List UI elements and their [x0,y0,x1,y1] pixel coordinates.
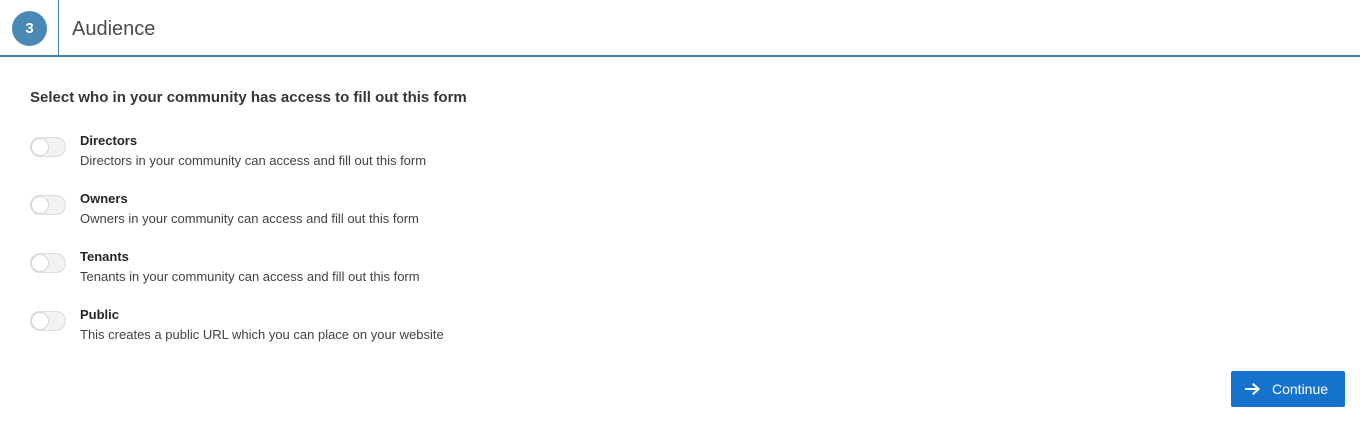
option-description-tenants: Tenants in your community can access and… [80,269,420,284]
option-text: Public This creates a public URL which y… [80,306,444,344]
option-label-directors: Directors [80,133,138,148]
step-number-badge: 3 [12,11,47,46]
option-row-owners[interactable]: Owners Owners in your community can acce… [30,190,930,248]
option-label-tenants: Tenants [80,249,129,264]
toggle-tenants[interactable] [30,253,66,273]
page-title: Audience [72,18,156,40]
header-divider [58,0,59,57]
toggle-knob [31,196,49,214]
option-row-tenants[interactable]: Tenants Tenants in your community can ac… [30,248,930,306]
step-header: 3 Audience [0,0,1360,57]
option-text: Owners Owners in your community can acce… [80,190,419,228]
toggle-public[interactable] [30,311,66,331]
option-description-owners: Owners in your community can access and … [80,211,419,226]
continue-button-label: Continue [1272,381,1329,397]
toggle-knob [31,254,49,272]
option-text: Directors Directors in your community ca… [80,132,426,170]
toggle-directors[interactable] [30,137,66,157]
option-description-directors: Directors in your community can access a… [80,153,427,168]
arrow-right-icon [1245,382,1261,396]
option-label-public: Public [80,307,120,322]
option-description-public: This creates a public URL which you can … [80,327,444,342]
option-row-directors[interactable]: Directors Directors in your community ca… [30,132,930,190]
toggle-owners[interactable] [30,195,66,215]
option-row-public[interactable]: Public This creates a public URL which y… [30,306,930,364]
continue-button[interactable]: Continue [1231,371,1346,407]
toggle-knob [31,312,49,330]
option-text: Tenants Tenants in your community can ac… [80,248,420,286]
section-heading: Select who in your community has access … [30,89,467,106]
audience-options-list: Directors Directors in your community ca… [30,132,930,364]
toggle-knob [31,138,49,156]
option-label-owners: Owners [80,191,128,206]
